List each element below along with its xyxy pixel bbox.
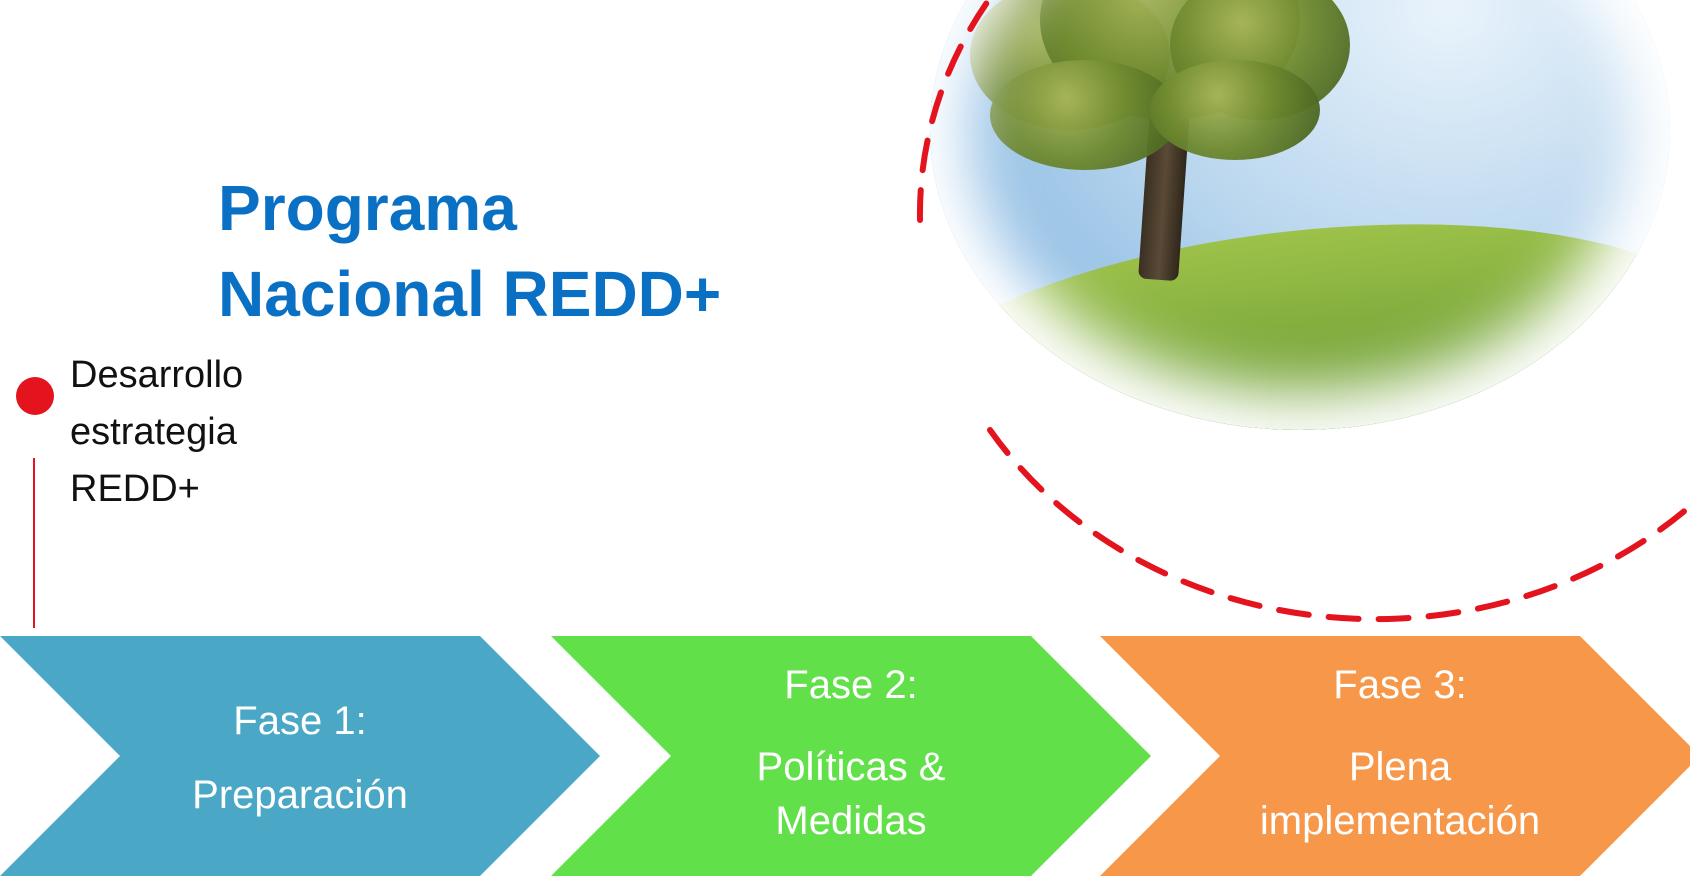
bullet-text: Desarrollo estrategia REDD+: [70, 347, 310, 518]
phase-3-description-line-2: implementación: [1259, 799, 1541, 843]
bullet-line-1: Desarrollo: [70, 354, 244, 396]
phase-3-chevron: Fase 3: Plena implementación: [1100, 636, 1690, 876]
bullet-line-2: estrategia: [70, 411, 237, 453]
phase-3-label: Fase 3:: [1333, 663, 1467, 707]
bullet-dot-icon: [16, 377, 54, 415]
phase-1-chevron: Fase 1: Preparación: [0, 636, 600, 876]
slide-title: Programa Nacional REDD+: [218, 165, 918, 337]
phase-2-chevron: Fase 2: Políticas & Medidas: [551, 636, 1151, 876]
phase-2-description-line-1: Políticas &: [756, 745, 946, 789]
phase-1-description: Preparación: [192, 773, 408, 817]
tree-photo-image: [930, 0, 1670, 430]
phase-2-description-line-2: Medidas: [775, 799, 927, 843]
bullet-line-3: REDD+: [70, 468, 200, 510]
title-line-1: Programa: [218, 172, 517, 244]
phase-1-label: Fase 1:: [233, 699, 367, 743]
phase-2-label: Fase 2:: [784, 663, 918, 707]
title-line-2: Nacional REDD+: [218, 258, 722, 330]
bullet-connector-line: [33, 458, 35, 628]
phase-3-description-line-1: Plena: [1348, 745, 1452, 789]
